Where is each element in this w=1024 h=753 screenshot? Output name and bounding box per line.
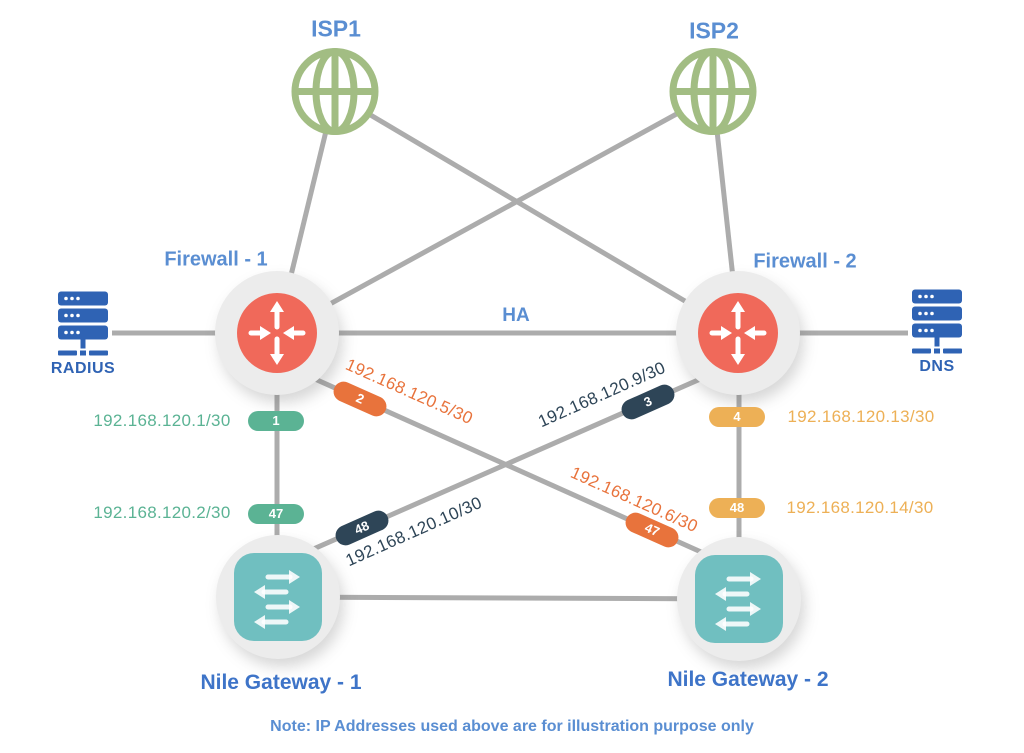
node-nile-gateway-2 — [677, 537, 801, 661]
dns-label: DNS — [919, 358, 955, 375]
firewall1-label: Firewall - 1 — [164, 248, 268, 271]
ip-label-fw1-gw1-gw: 192.168.120.2/30 — [93, 503, 231, 522]
switch-icon — [234, 553, 322, 641]
node-dns — [909, 289, 965, 364]
globe-icon — [291, 48, 379, 135]
link-gateway1-gateway2 — [276, 594, 740, 602]
port-badge-fw1-to-gw1: 1 — [248, 411, 304, 431]
router-icon — [237, 293, 317, 373]
port-badge-gw2-to-fw2: 48 — [709, 498, 765, 518]
server-icon — [912, 289, 962, 354]
link-isp1-firewall2 — [333, 91, 741, 336]
globe-icon — [669, 48, 757, 135]
ha-label: HA — [502, 305, 530, 326]
node-isp2 — [665, 44, 761, 145]
link-isp2-firewall1 — [275, 91, 715, 336]
gateway1-label: Nile Gateway - 1 — [200, 671, 362, 694]
isp2-label: ISP2 — [689, 17, 739, 44]
footer-note: Note: IP Addresses used above are for il… — [270, 718, 754, 735]
node-nile-gateway-1 — [216, 535, 340, 659]
ip-label-fw1-gw1-fw: 192.168.120.1/30 — [93, 411, 231, 430]
server-icon — [58, 291, 108, 356]
node-isp1 — [287, 44, 383, 145]
node-firewall-1 — [215, 271, 339, 395]
ip-label-fw2-gw2-gw: 192.168.120.14/30 — [786, 498, 934, 517]
isp1-label: ISP1 — [311, 15, 361, 42]
gateway2-label: Nile Gateway - 2 — [667, 668, 829, 691]
ip-label-fw2-gw2-fw: 192.168.120.13/30 — [787, 407, 935, 426]
node-firewall-2 — [676, 271, 800, 395]
port-badge-gw1-to-fw1: 47 — [248, 504, 304, 524]
port-badge-fw2-to-gw2: 4 — [709, 407, 765, 427]
router-icon — [698, 293, 778, 373]
firewall2-label: Firewall - 2 — [753, 250, 857, 273]
node-radius — [55, 291, 111, 366]
radius-label: RADIUS — [50, 360, 116, 377]
switch-icon — [695, 555, 783, 643]
